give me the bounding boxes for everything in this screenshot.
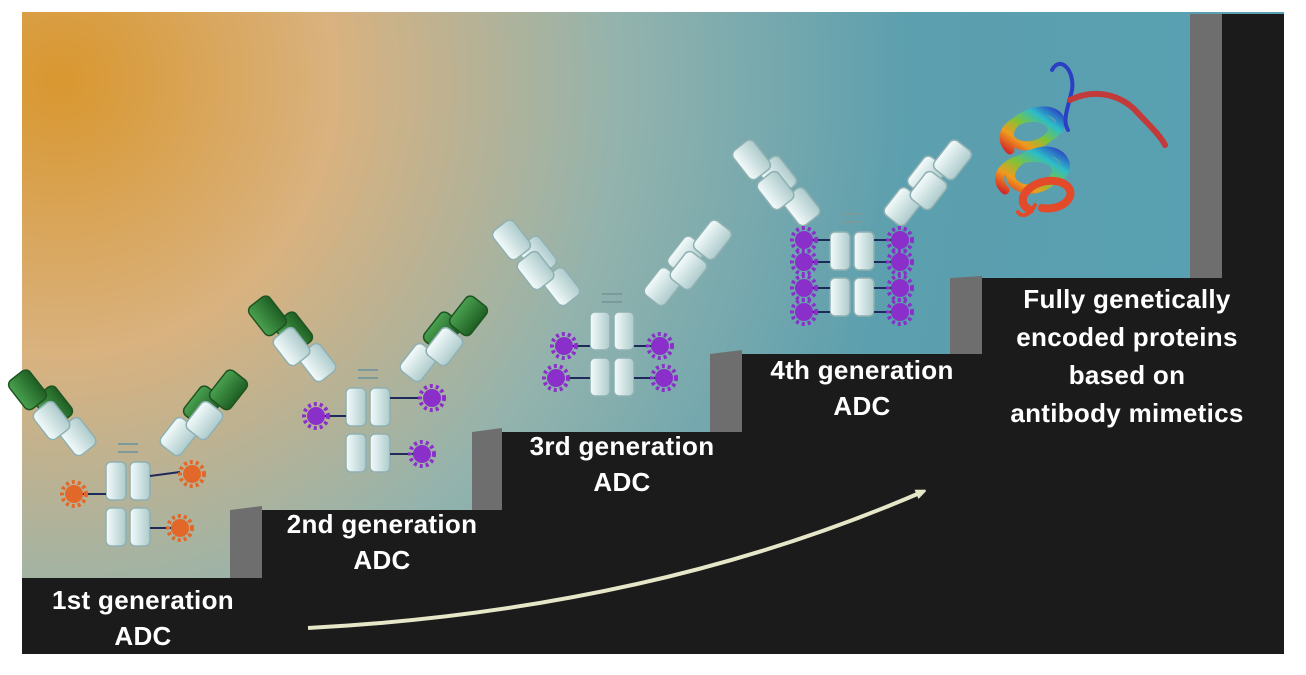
final-label-line3: based on bbox=[1068, 360, 1186, 390]
step-label-line2: ADC bbox=[353, 545, 411, 575]
staircase bbox=[22, 14, 1284, 654]
progression-arrow bbox=[307, 492, 922, 630]
step-label-1st-generation: 1st generation ADC bbox=[24, 582, 262, 654]
step-label-2nd-generation: 2nd generation ADC bbox=[262, 506, 502, 578]
step-label-line2: ADC bbox=[114, 621, 172, 651]
riser-1 bbox=[230, 506, 262, 578]
final-label-line4: antibody mimetics bbox=[1010, 398, 1244, 428]
step-label-line1: 2nd generation bbox=[286, 509, 478, 539]
step-label-line2: ADC bbox=[833, 391, 891, 421]
protein-ribbon-structure bbox=[995, 62, 1168, 218]
riser-2 bbox=[472, 428, 502, 510]
step-label-line2: ADC bbox=[593, 467, 651, 497]
step-label-line1: 4th generation bbox=[770, 355, 954, 385]
final-label-line2: encoded proteins bbox=[1016, 322, 1238, 352]
step-label-3rd-generation: 3rd generation ADC bbox=[502, 428, 742, 500]
riser-3 bbox=[710, 350, 742, 432]
step-label-antibody-mimetics: Fully genetically encoded proteins based… bbox=[976, 280, 1278, 432]
riser-4 bbox=[950, 276, 982, 354]
step-label-line1: 1st generation bbox=[52, 585, 234, 615]
step-label-line1: 3rd generation bbox=[529, 431, 715, 461]
riser-5 bbox=[1190, 14, 1222, 278]
final-label-line1: Fully genetically bbox=[1023, 284, 1231, 314]
step-label-4th-generation: 4th generation ADC bbox=[742, 352, 982, 424]
